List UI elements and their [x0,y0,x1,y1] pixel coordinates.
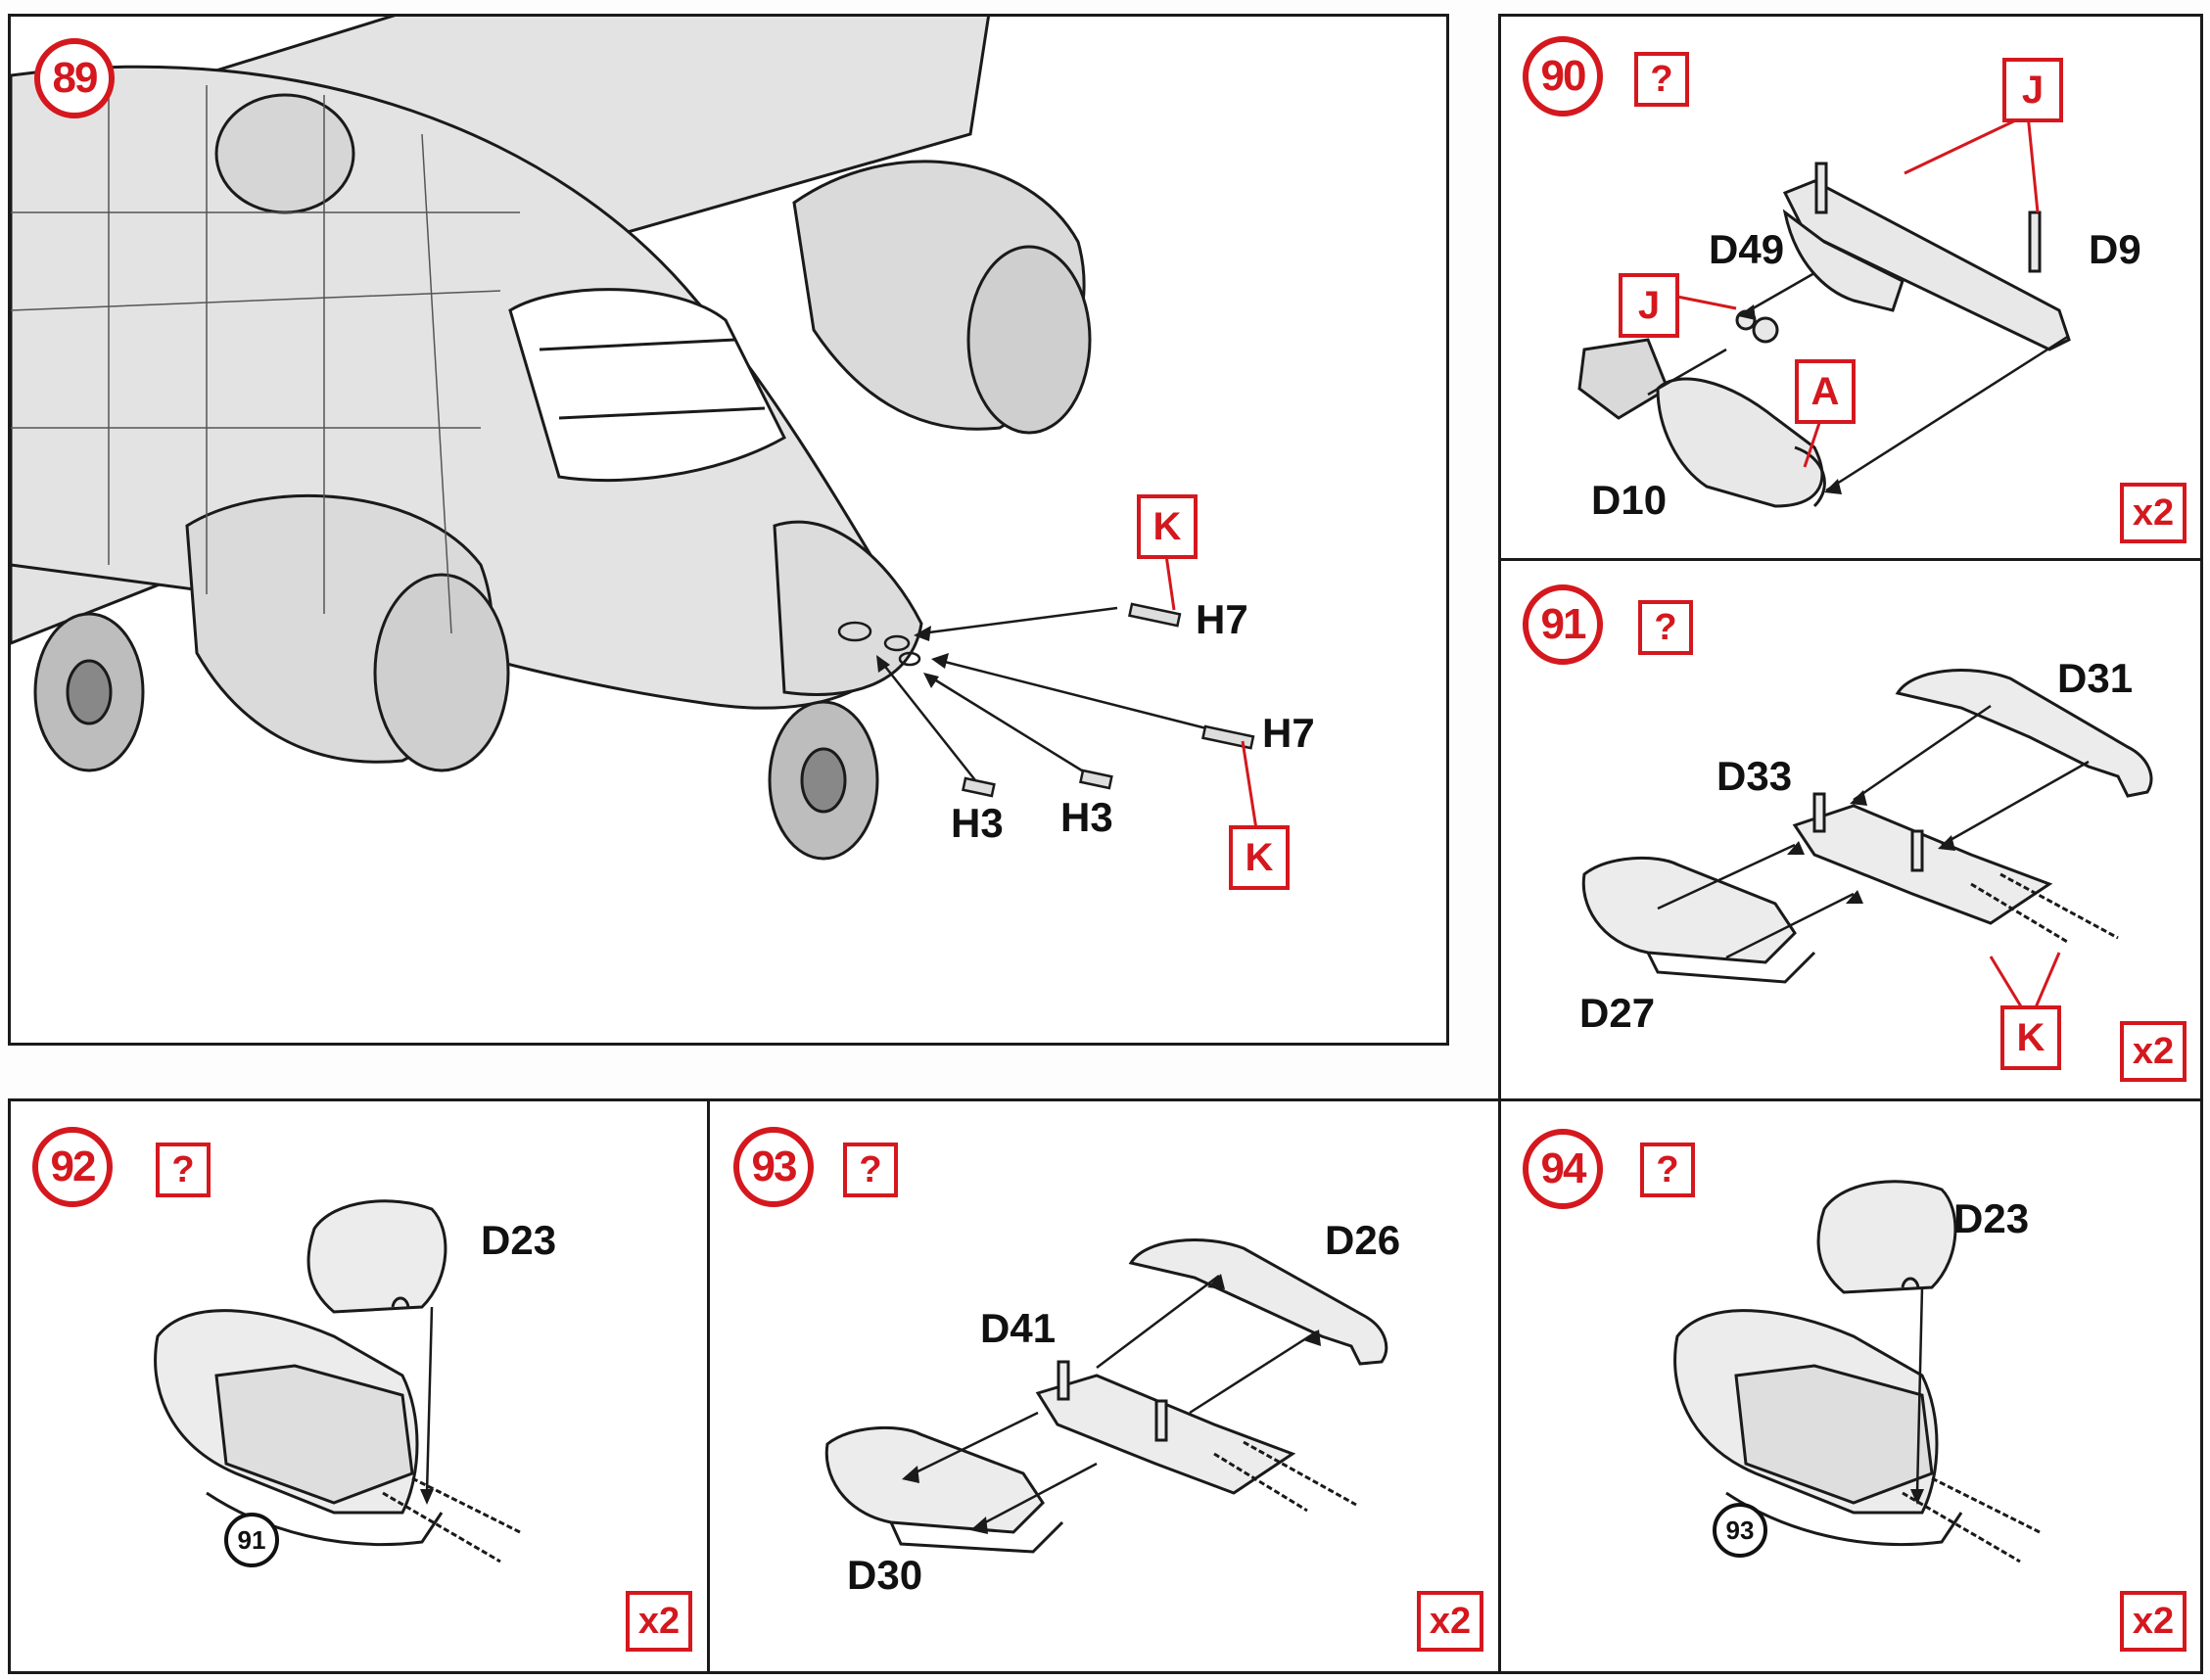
question-box: ? [843,1143,898,1197]
part-d23: D23 [481,1217,557,1263]
aircraft-nose-illustration [11,17,1258,861]
quantity-badge: x2 [626,1591,692,1652]
reference-step-93: 93 [1713,1503,1767,1558]
part-h7-lower: H7 [1262,710,1315,756]
marker-k: K [2000,1005,2061,1070]
gun-pod-cover-illustration [154,1199,521,1563]
question-box: ? [1634,52,1689,107]
step-94-panel: 94 ? D23 93 x2 [1498,1098,2203,1674]
step-number: 90 [1523,36,1603,117]
step-90-panel: 90 ? J D49 D9 J A D10 x2 [1498,14,2203,562]
question-box: ? [1640,1143,1695,1197]
quantity-badge: x2 [2120,1591,2186,1652]
question-box: ? [156,1143,211,1197]
reference-step-91: 91 [224,1513,279,1567]
quantity-badge: x2 [1417,1591,1483,1652]
part-d41: D41 [980,1305,1057,1351]
part-h7-upper: H7 [1196,596,1248,642]
part-d31: D31 [2057,655,2134,701]
part-d26: D26 [1325,1217,1401,1263]
gun-pod-cover-illustration [1673,1180,2041,1563]
marker-j-top: J [2002,58,2063,122]
step-89-panel: 89 K H7 H7 H3 H3 K [8,14,1449,1046]
marker-k-top: K [1137,494,1198,559]
step-91-panel: 91 ? D31 D33 D27 K x2 [1498,558,2203,1102]
part-h3-right: H3 [1060,794,1113,840]
step-number: 94 [1523,1129,1603,1209]
part-d10: D10 [1591,477,1668,523]
gun-frame-illustration [1581,669,2153,1022]
question-box: ? [1638,600,1693,655]
step-number: 91 [1523,584,1603,665]
part-d23: D23 [1953,1195,2030,1241]
quantity-badge: x2 [2120,1021,2186,1082]
part-d30: D30 [847,1552,923,1598]
part-d9: D9 [2089,226,2141,272]
step-number: 89 [34,38,115,118]
cannon-mount-illustration [1577,113,2071,508]
step-number: 92 [32,1127,113,1207]
marker-j-left: J [1619,273,1679,338]
step-93-panel: 93 ? D26 D41 D30 x2 [707,1098,1502,1674]
part-d33: D33 [1716,753,1793,799]
gun-frame-assembly-illustration [824,1238,1388,1554]
marker-k-bottom: K [1229,825,1290,890]
part-d27: D27 [1579,990,1656,1036]
marker-a: A [1795,359,1856,424]
step-number: 93 [733,1127,814,1207]
step-92-panel: 92 ? D23 91 x2 [8,1098,711,1674]
part-h3-left: H3 [951,800,1004,846]
part-d49: D49 [1709,226,1785,272]
quantity-badge: x2 [2120,483,2186,543]
